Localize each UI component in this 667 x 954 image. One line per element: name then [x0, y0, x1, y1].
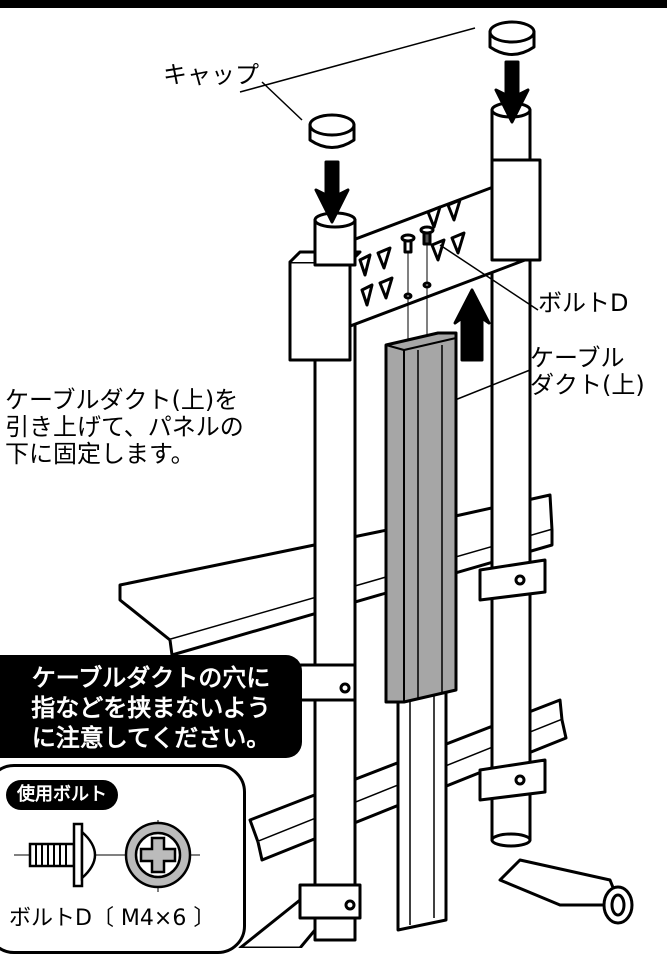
label-cable-duct-upper: ケーブル ダクト(上) [530, 344, 645, 399]
parts-spec: ボルトD〔 M4×6 〕 [9, 906, 216, 931]
cable-duct-upper [384, 331, 458, 704]
bolt-illustration [14, 820, 200, 892]
parts-tag: 使用ボルト [6, 780, 118, 810]
left-bracket [288, 260, 352, 362]
label-cap: キャップ [163, 61, 259, 89]
base-right-leg [498, 858, 622, 907]
warning-box: ケーブルダクトの穴に 指などを挟まないよう に注意してください。 [0, 655, 302, 758]
leader-duct [454, 369, 531, 401]
top-band [0, 0, 667, 8]
right-bracket [490, 158, 542, 262]
instruction-text: ケーブルダクト(上)を 引き上げて、パネルの 下に固定します。 [5, 386, 244, 468]
arrow-up [453, 288, 491, 362]
arrow-down-right [494, 60, 530, 124]
bolt-d-pair [400, 225, 435, 340]
leader-cap [239, 27, 476, 121]
pole-clamps [298, 558, 547, 920]
arrow-down-left [314, 160, 350, 224]
cap-right [488, 20, 536, 56]
label-bolt-d: ボルトD [538, 289, 629, 317]
cap-left [308, 113, 356, 149]
leader-bolt [439, 244, 539, 311]
